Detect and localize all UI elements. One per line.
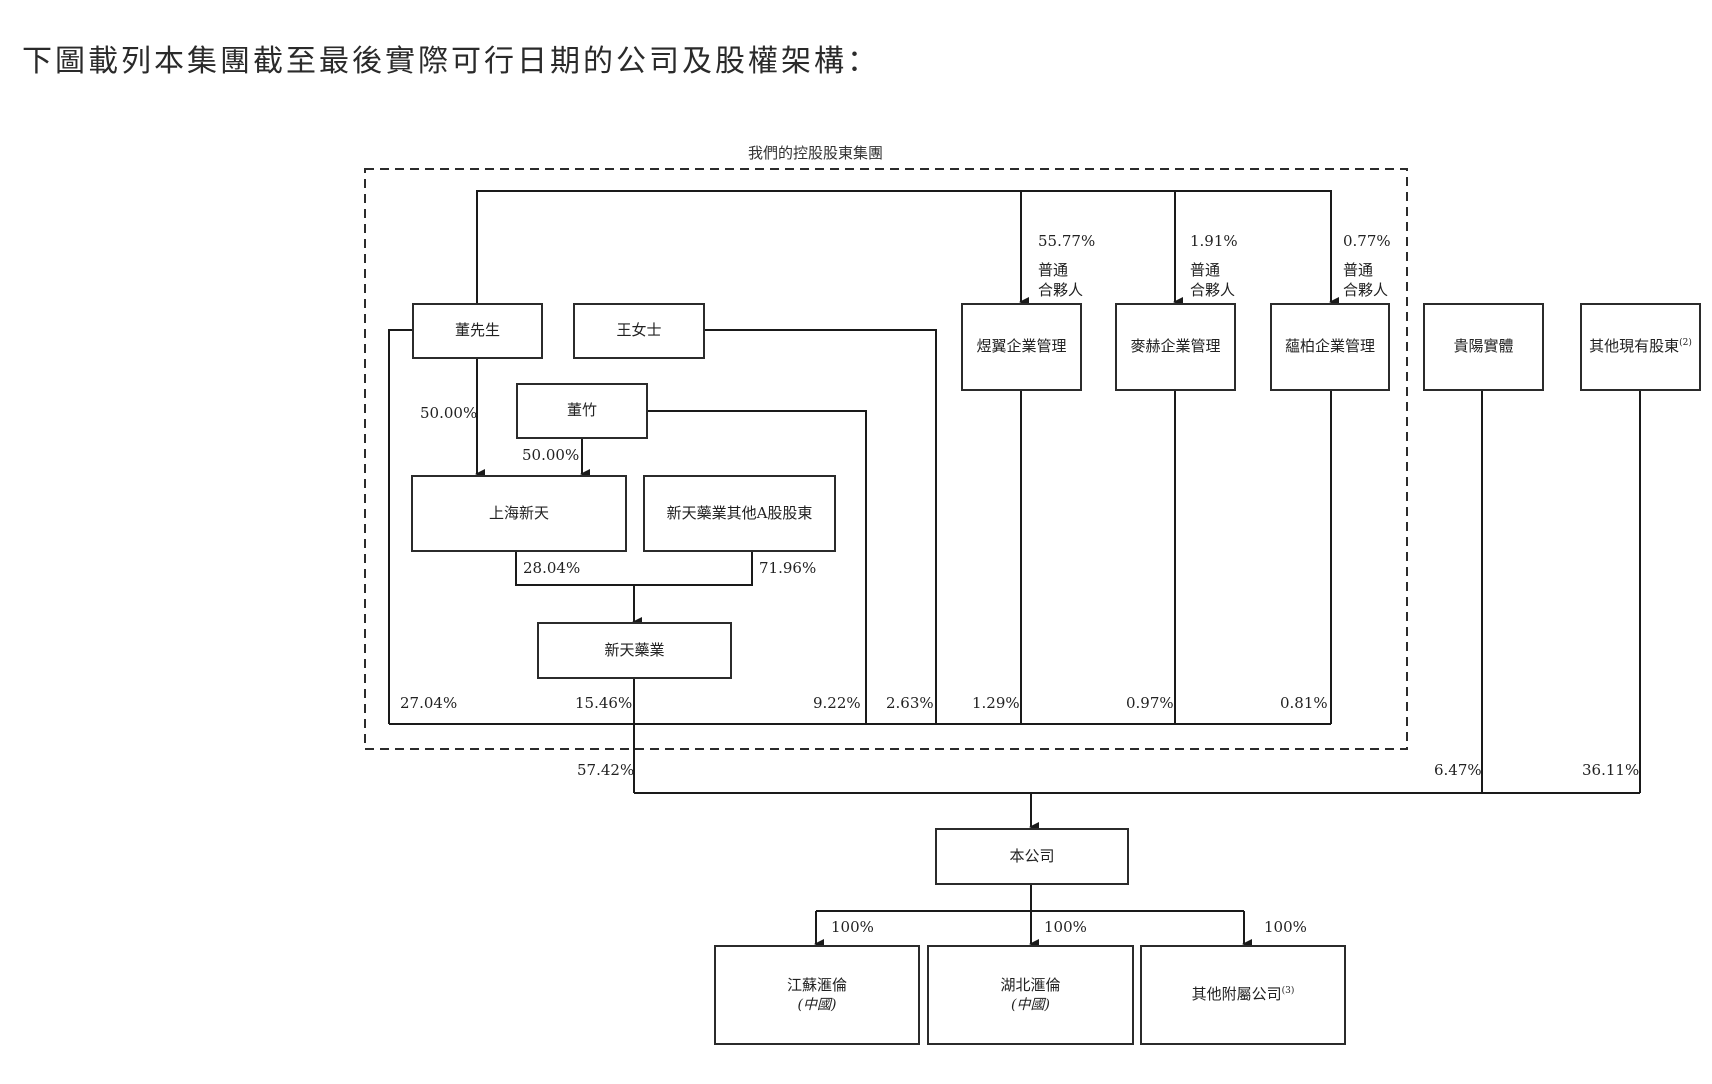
entity-other-a-shareholders: 新天藥業其他A股股東 — [643, 475, 836, 552]
entity-label: 董先生 — [454, 321, 500, 340]
entity-yuyi: 煜翼企業管理 — [961, 303, 1082, 391]
pct-hubei: 100% — [1044, 918, 1087, 936]
entity-sublabel: (中國) — [797, 996, 837, 1013]
line-dong-bus — [388, 329, 412, 724]
pct-yunbai-gp: 0.77% — [1343, 232, 1391, 250]
pct-others-company: 36.11% — [1582, 761, 1640, 779]
gp-label-yunbai: 普通合夥人 — [1343, 260, 1388, 300]
entity-hubei-huilun: 湖北滙倫(中國) — [927, 945, 1134, 1045]
pct-dongzhu-company: 9.22% — [813, 694, 861, 712]
pct-guiyang-company: 6.47% — [1434, 761, 1482, 779]
pct-jiangsu: 100% — [831, 918, 874, 936]
entity-label: 蘊柏企業管理 — [1284, 337, 1375, 356]
pct-dong-shanghai: 50.00% — [420, 404, 478, 422]
pct-maihe-company: 0.97% — [1126, 694, 1174, 712]
pct-shanghai-xintian: 28.04% — [523, 559, 581, 577]
pct-dong-company: 27.04% — [400, 694, 458, 712]
gp-label-line1: 普通 — [1190, 261, 1221, 279]
entity-label: 貴陽實體 — [1453, 337, 1514, 356]
entity-label: 湖北滙倫 — [1000, 976, 1061, 995]
entity-company: 本公司 — [935, 828, 1129, 885]
entity-sublabel: (中國) — [1011, 996, 1050, 1013]
pct-other-subs: 100% — [1264, 918, 1307, 936]
pct-othera-xintian: 71.96% — [759, 559, 817, 577]
entity-label: 江蘇滙倫 — [786, 976, 847, 995]
pct-maihe-gp: 1.91% — [1190, 232, 1238, 250]
entity-xintian-pharma: 新天藥業 — [537, 622, 732, 679]
entity-label: 煜翼企業管理 — [976, 337, 1067, 356]
pct-wang-company: 2.63% — [886, 694, 934, 712]
footnote-marker: (3) — [1281, 986, 1295, 997]
entity-guiyang: 貴陽實體 — [1423, 303, 1544, 391]
entity-mr-dong: 董先生 — [412, 303, 543, 359]
gp-label-line1: 普通 — [1038, 261, 1069, 279]
entity-shanghai-xintian: 上海新天 — [411, 475, 627, 552]
controlling-group-label: 我們的控股股東集團 — [748, 144, 884, 162]
pct-group-total: 57.42% — [577, 761, 635, 779]
entity-label: 其他現有股東 — [1589, 337, 1680, 356]
entity-label: 董竹 — [566, 401, 597, 420]
entity-yunbai: 蘊柏企業管理 — [1270, 303, 1390, 391]
entity-label: 其他附屬公司 — [1191, 985, 1282, 1004]
gp-label-line2: 合夥人 — [1343, 281, 1389, 299]
entity-other-shareholders: 其他現有股東(2) — [1580, 303, 1701, 391]
pct-yunbai-company: 0.81% — [1280, 694, 1328, 712]
gp-label-line2: 合夥人 — [1038, 281, 1084, 299]
page-heading: 下圖載列本集團截至最後實際可行日期的公司及股權架構： — [22, 44, 880, 79]
footnote-marker: (2) — [1679, 338, 1692, 349]
gp-connector-line — [476, 190, 1332, 303]
line-wang-bus — [705, 329, 937, 724]
entity-label: 麥赫企業管理 — [1130, 337, 1221, 356]
entity-other-subsidiaries: 其他附屬公司(3) — [1140, 945, 1346, 1045]
gp-label-yuyi: 普通合夥人 — [1038, 260, 1083, 300]
line-dongzhu-bus — [648, 410, 867, 724]
entity-label: 王女士 — [616, 321, 662, 340]
entity-label: 新天藥業其他A股股東 — [666, 503, 813, 522]
gp-label-maihe: 普通合夥人 — [1190, 260, 1235, 300]
entity-dongzhu: 董竹 — [516, 383, 648, 439]
entity-label: 上海新天 — [488, 503, 549, 522]
pct-yuyi-company: 1.29% — [972, 694, 1020, 712]
pct-yuyi-gp: 55.77% — [1038, 232, 1096, 250]
pct-dongzhu-shanghai: 50.00% — [522, 446, 580, 464]
entity-maihe: 麥赫企業管理 — [1115, 303, 1236, 391]
pct-xintian-company: 15.46% — [575, 694, 633, 712]
entity-jiangsu-huilun: 江蘇滙倫(中國) — [714, 945, 920, 1045]
entity-ms-wang: 王女士 — [573, 303, 705, 359]
gp-label-line2: 合夥人 — [1190, 281, 1236, 299]
gp-label-line1: 普通 — [1343, 261, 1374, 279]
entity-label: 新天藥業 — [604, 640, 665, 659]
entity-label: 本公司 — [1009, 846, 1055, 865]
